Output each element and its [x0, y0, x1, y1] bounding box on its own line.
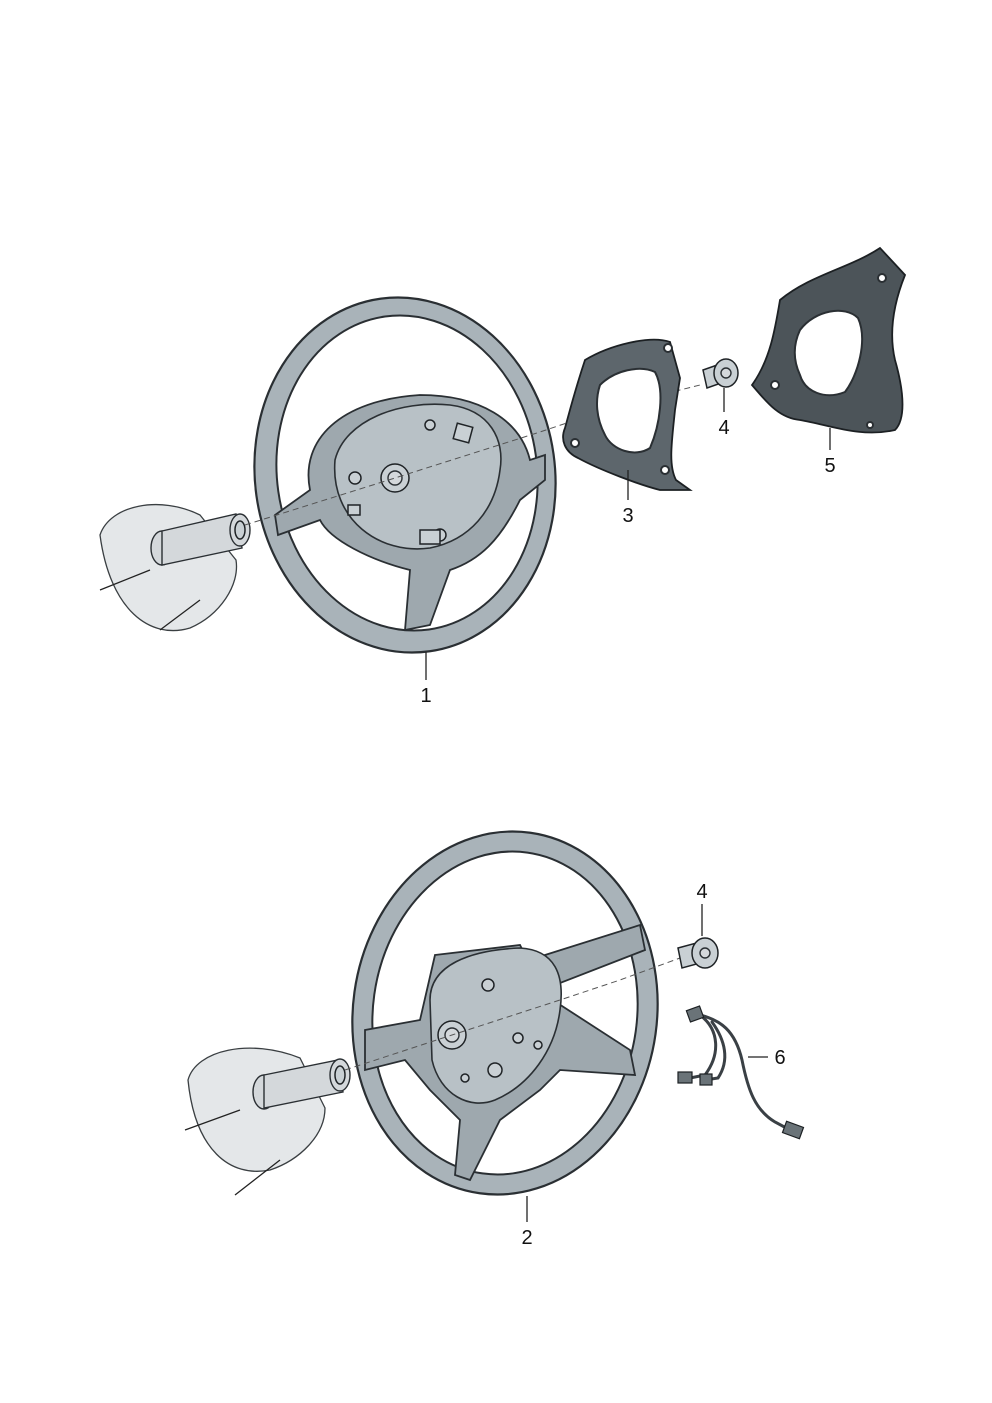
steering-column-top: [99, 503, 251, 632]
bolt-4-top: [702, 358, 739, 389]
bolt-4-bottom: [677, 937, 719, 969]
callout-4-top: 4: [718, 417, 729, 439]
callout-6: 6: [774, 1047, 785, 1069]
cover-plate-3: [562, 338, 693, 491]
steering-wheel-2: [351, 830, 659, 1196]
axis-line-bottom: [344, 957, 681, 1071]
callout-1: 1: [420, 685, 431, 707]
top-assembly: 1 3 4 5: [99, 246, 907, 707]
bottom-assembly: 2 4 6: [184, 830, 805, 1249]
callout-4-bottom: 4: [696, 881, 707, 903]
backing-plate-5: [750, 246, 907, 434]
wiring-harness-6: [677, 1005, 805, 1140]
steering-column-bottom: [184, 1047, 351, 1196]
callout-5: 5: [824, 455, 835, 477]
callout-2: 2: [521, 1227, 532, 1249]
steering-wheel-1: [253, 296, 557, 654]
callout-3: 3: [622, 505, 633, 527]
